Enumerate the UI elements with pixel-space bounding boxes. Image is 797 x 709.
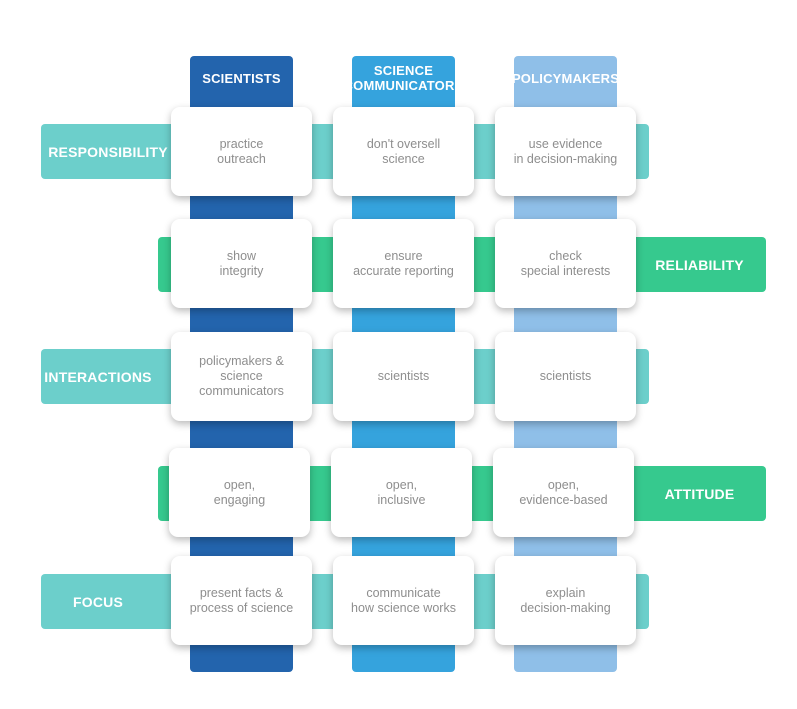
cell-reliability-communicators: ensure accurate reporting xyxy=(333,219,474,308)
cell-focus-communicators: communicate how science works xyxy=(333,556,474,645)
row-label-attitude: ATTITUDE xyxy=(664,485,735,502)
column-header-science-communicators: SCIENCE COMMUNICATORS xyxy=(343,63,464,93)
cell-attitude-scientists: open, engaging xyxy=(169,448,310,537)
cell-interactions-communicators: scientists xyxy=(333,332,474,421)
row-label-responsibility: RESPONSIBILITY xyxy=(48,143,168,160)
column-header-policymakers: POLICYMAKERS xyxy=(511,70,620,86)
cell-reliability-scientists: show integrity xyxy=(171,219,312,308)
cell-reliability-policymakers: check special interests xyxy=(495,219,636,308)
cell-attitude-policymakers: open, evidence-based xyxy=(493,448,634,537)
row-label-reliability: RELIABILITY xyxy=(655,256,744,273)
cell-interactions-policymakers: scientists xyxy=(495,332,636,421)
row-label-interactions: INTERACTIONS xyxy=(44,368,152,385)
row-label-focus: FOCUS xyxy=(73,593,123,610)
cell-responsibility-communicators: don't oversell science xyxy=(333,107,474,196)
cell-interactions-scientists: policymakers & science communicators xyxy=(171,332,312,421)
cell-responsibility-policymakers: use evidence in decision-making xyxy=(495,107,636,196)
cell-responsibility-scientists: practice outreach xyxy=(171,107,312,196)
cell-attitude-communicators: open, inclusive xyxy=(331,448,472,537)
cell-focus-policymakers: explain decision-making xyxy=(495,556,636,645)
column-header-scientists: SCIENTISTS xyxy=(202,70,281,86)
cell-focus-scientists: present facts & process of science xyxy=(171,556,312,645)
